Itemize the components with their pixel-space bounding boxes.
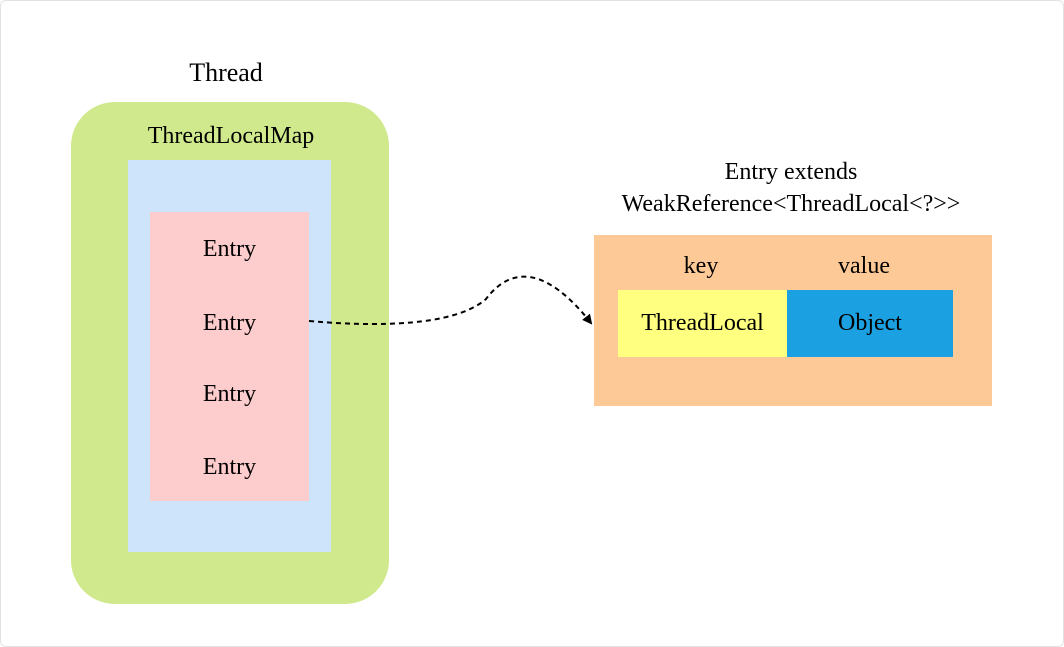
key-cell-threadlocal: ThreadLocal (618, 290, 787, 357)
dashed-reference-line (308, 275, 593, 325)
entry-item-4: Entry (202, 453, 257, 480)
entry-detail-title: Entry extends WeakReference<ThreadLocal<… (561, 153, 1021, 223)
value-label: value (838, 252, 890, 279)
value-cell-object: Object (787, 290, 953, 357)
entry-item-3: Entry (202, 380, 257, 407)
thread-title: Thread (189, 58, 263, 87)
entry-item-2: Entry (202, 309, 257, 336)
entry-title-line2: WeakReference<ThreadLocal<?>> (621, 191, 961, 217)
key-label: key (683, 252, 719, 279)
entry-item-1: Entry (202, 235, 257, 262)
entry-title-line1: Entry extends (724, 159, 858, 185)
entries-box (150, 212, 309, 501)
threadlocalmap-title: ThreadLocalMap (147, 122, 315, 149)
